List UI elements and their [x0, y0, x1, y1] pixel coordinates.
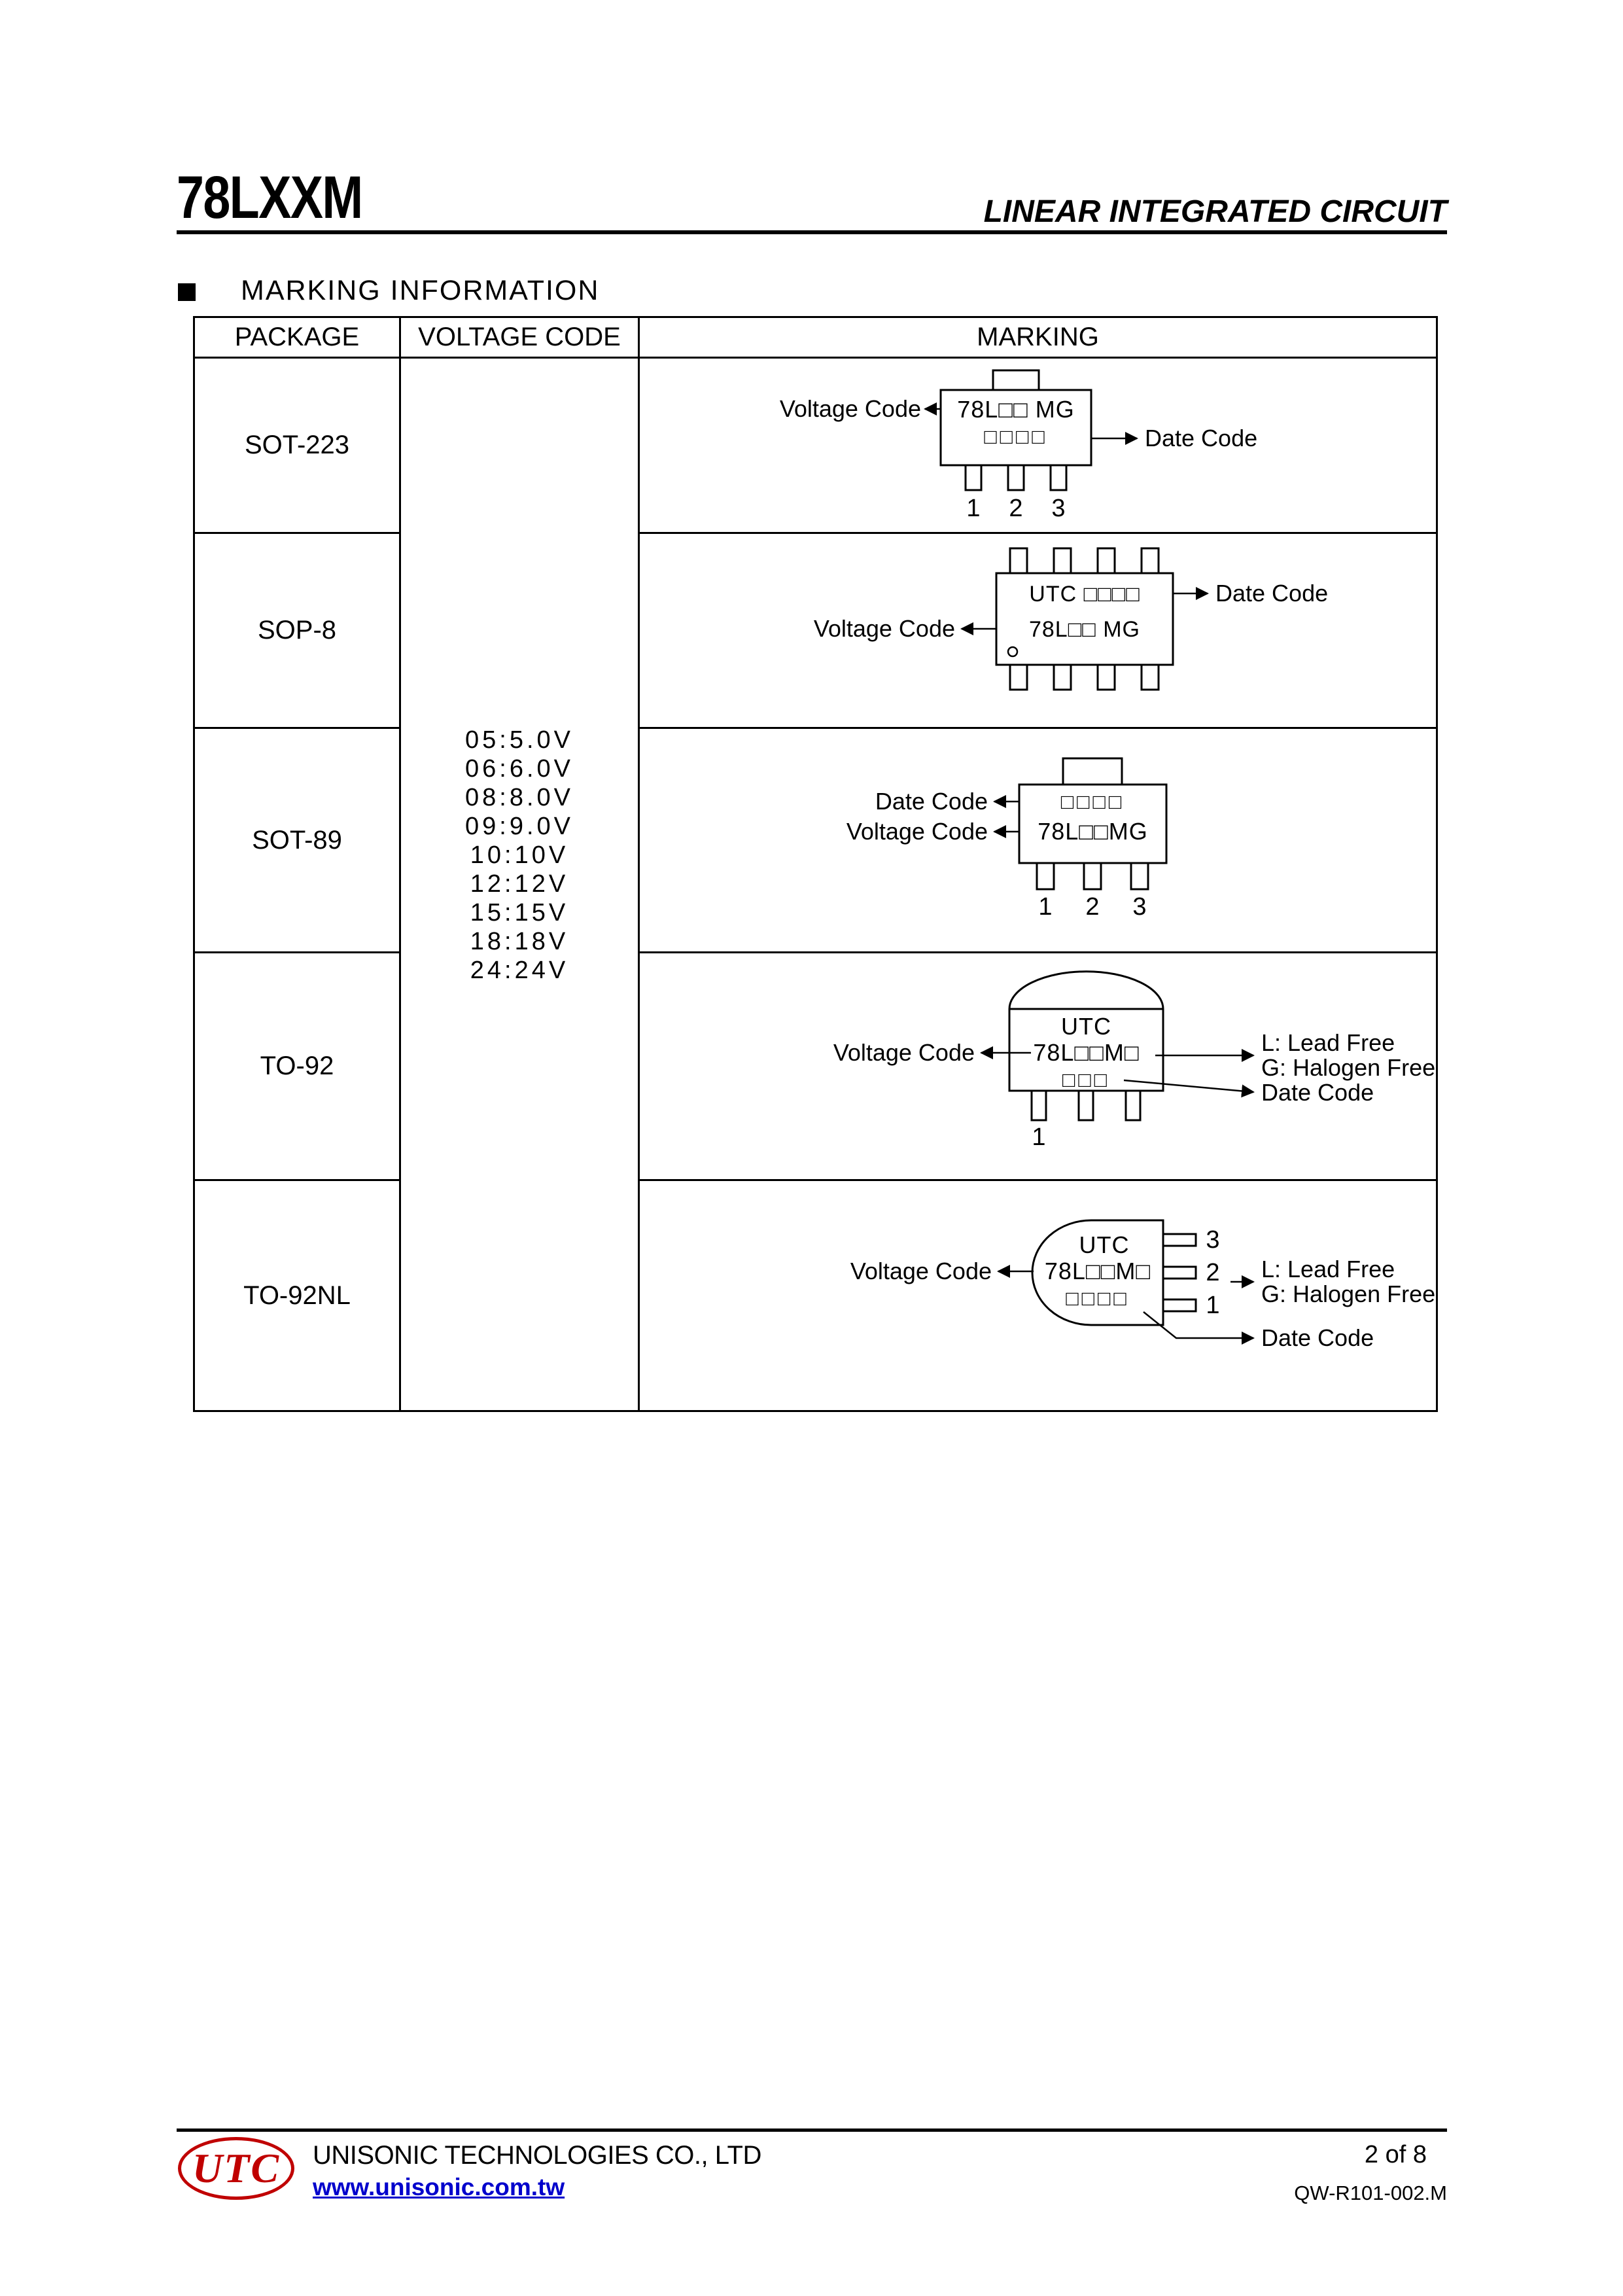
pin-1-label: 1	[1032, 1123, 1046, 1151]
halogen-free-label: G: Halogen Free	[1261, 1280, 1436, 1307]
column-header-package: PACKAGE	[193, 316, 401, 359]
marking-cell-to92: UTC 78L□□M□ □□□ Voltage Code L: Lead Fre…	[638, 951, 1438, 1181]
table-row: TO-92 U	[193, 951, 1438, 1181]
voltage-code-item: 15:15V	[470, 898, 569, 927]
lead-1-label: 1	[1206, 1292, 1220, 1319]
to92-date-code-boxes: □□□	[1062, 1068, 1110, 1091]
sot223-marking-text: 78L□□ MG	[957, 396, 1075, 423]
section-bullet-icon	[178, 283, 196, 301]
marking-cell-to92nl: UTC 78L□□M□ □□□□ Voltage Code 3 2 1 L: L…	[638, 1179, 1438, 1412]
pin-1-label: 1	[1038, 893, 1053, 921]
to92-diagram: UTC 78L□□M□ □□□ Voltage Code L: Lead Fre…	[640, 953, 1436, 1179]
voltage-code-item: 24:24V	[470, 956, 569, 984]
utc-logo-text: UTC	[192, 2145, 280, 2191]
to92-marking-text: 78L□□M□	[1033, 1039, 1140, 1066]
package-name-sot89: SOT-89	[193, 727, 401, 953]
package-name-sop8: SOP-8	[193, 532, 401, 729]
voltage-code-item: 10:10V	[470, 841, 569, 869]
to92nl-brand-text: UTC	[1079, 1231, 1130, 1258]
to92nl-diagram: UTC 78L□□M□ □□□□ Voltage Code 3 2 1 L: L…	[640, 1181, 1436, 1410]
table-header-row: PACKAGE VOLTAGE CODE MARKING	[193, 316, 1438, 359]
to92nl-date-code-boxes: □□□□	[1066, 1286, 1130, 1310]
to92-package-drawing	[980, 970, 1255, 1122]
lead-free-label: L: Lead Free	[1261, 1256, 1395, 1282]
sop8-marking-text: 78L□□ MG	[1028, 617, 1140, 642]
marking-cell-sot223: 78L□□ MG □□□□ Voltage Code Date Code 1 2…	[638, 357, 1438, 534]
sop8-line1-text: UTC □□□□	[1029, 582, 1140, 607]
table-row: SOP-8	[193, 532, 1438, 729]
lead-free-label: L: Lead Free	[1261, 1029, 1395, 1056]
voltage-code-label: Voltage Code	[850, 1258, 992, 1284]
table-row: SOT-223 05:5.0V 06:6.0V 08:8.0V 09:9.0V …	[193, 357, 1438, 1412]
lead-3-label: 3	[1206, 1226, 1220, 1254]
voltage-code-item: 05:5.0V	[465, 726, 574, 754]
website-link[interactable]: www.unisonic.com.tw	[313, 2174, 565, 2200]
date-code-label: Date Code	[1145, 425, 1258, 451]
sot223-date-code-boxes: □□□□	[984, 425, 1048, 448]
lead-2-label: 2	[1206, 1259, 1220, 1286]
halogen-free-label: G: Halogen Free	[1261, 1054, 1436, 1081]
to92nl-package-drawing	[997, 1219, 1255, 1345]
voltage-code-label: Voltage Code	[779, 395, 921, 422]
column-header-voltage-code: VOLTAGE CODE	[399, 316, 640, 359]
document-number: QW-R101-002.M	[1294, 2181, 1447, 2204]
pin-3-label: 3	[1132, 893, 1147, 921]
voltage-code-list: 05:5.0V 06:6.0V 08:8.0V 09:9.0V 10:10V 1…	[465, 726, 574, 985]
voltage-code-item: 08:8.0V	[465, 783, 574, 811]
marking-cell-sot89: □□□□ 78L□□MG Date Code Voltage Code 1 2 …	[638, 727, 1438, 953]
table-row: TO-92NL UTC	[193, 1179, 1438, 1412]
voltage-code-item: 18:18V	[470, 927, 569, 955]
sop8-package-drawing	[960, 547, 1209, 691]
header-divider	[177, 230, 1447, 234]
package-name-to92: TO-92	[193, 951, 401, 1181]
voltage-code-label: Voltage Code	[846, 818, 988, 845]
document-type-title: LINEAR INTEGRATED CIRCUIT	[983, 194, 1447, 229]
package-name-sot223: SOT-223	[193, 357, 401, 534]
page-indicator: 2 of 8	[1364, 2141, 1427, 2168]
marking-cell-sop8: UTC □□□□ 78L□□ MG Date Code Voltage Code	[638, 532, 1438, 729]
column-header-marking: MARKING	[638, 316, 1438, 359]
voltage-code-item: 09:9.0V	[465, 812, 574, 840]
pin-2-label: 2	[1009, 495, 1023, 522]
marking-information-table: PACKAGE VOLTAGE CODE MARKING SOT-223 05:…	[193, 316, 1438, 1412]
section-title: MARKING INFORMATION	[241, 275, 600, 306]
sot89-package-drawing	[993, 757, 1168, 891]
voltage-code-item: 12:12V	[470, 870, 569, 898]
sot89-marking-text: 78L□□MG	[1038, 818, 1148, 845]
company-name: UNISONIC TECHNOLOGIES CO., LTD	[313, 2141, 761, 2170]
to92-brand-text: UTC	[1061, 1013, 1111, 1040]
sot89-diagram: □□□□ 78L□□MG Date Code Voltage Code 1 2 …	[640, 729, 1434, 951]
pin-1-label: 1	[966, 495, 981, 522]
sop8-diagram: UTC □□□□ 78L□□ MG Date Code Voltage Code	[640, 534, 1434, 727]
voltage-code-label: Voltage Code	[833, 1039, 975, 1066]
date-code-label: Date Code	[875, 788, 988, 815]
sot223-package-drawing	[924, 369, 1138, 491]
sot223-diagram: 78L□□ MG □□□□ Voltage Code Date Code 1 2…	[640, 359, 1434, 532]
date-code-label: Date Code	[1215, 580, 1329, 607]
to92nl-marking-text: 78L□□M□	[1044, 1258, 1151, 1284]
package-name-to92nl: TO-92NL	[193, 1179, 401, 1412]
table-row: SOT-89 □□□□	[193, 727, 1438, 953]
pin-3-label: 3	[1051, 495, 1066, 522]
pin-2-label: 2	[1085, 893, 1100, 921]
voltage-code-item: 06:6.0V	[465, 754, 574, 783]
footer-divider	[177, 2128, 1447, 2132]
utc-logo: UTC	[178, 2137, 294, 2200]
part-number-title: 78LXXM	[177, 164, 363, 231]
date-code-label: Date Code	[1261, 1079, 1374, 1106]
sot89-date-code-boxes: □□□□	[1060, 790, 1125, 813]
voltage-code-label: Voltage Code	[813, 615, 955, 642]
voltage-code-cell: 05:5.0V 06:6.0V 08:8.0V 09:9.0V 10:10V 1…	[399, 357, 640, 1412]
date-code-label: Date Code	[1261, 1324, 1374, 1351]
